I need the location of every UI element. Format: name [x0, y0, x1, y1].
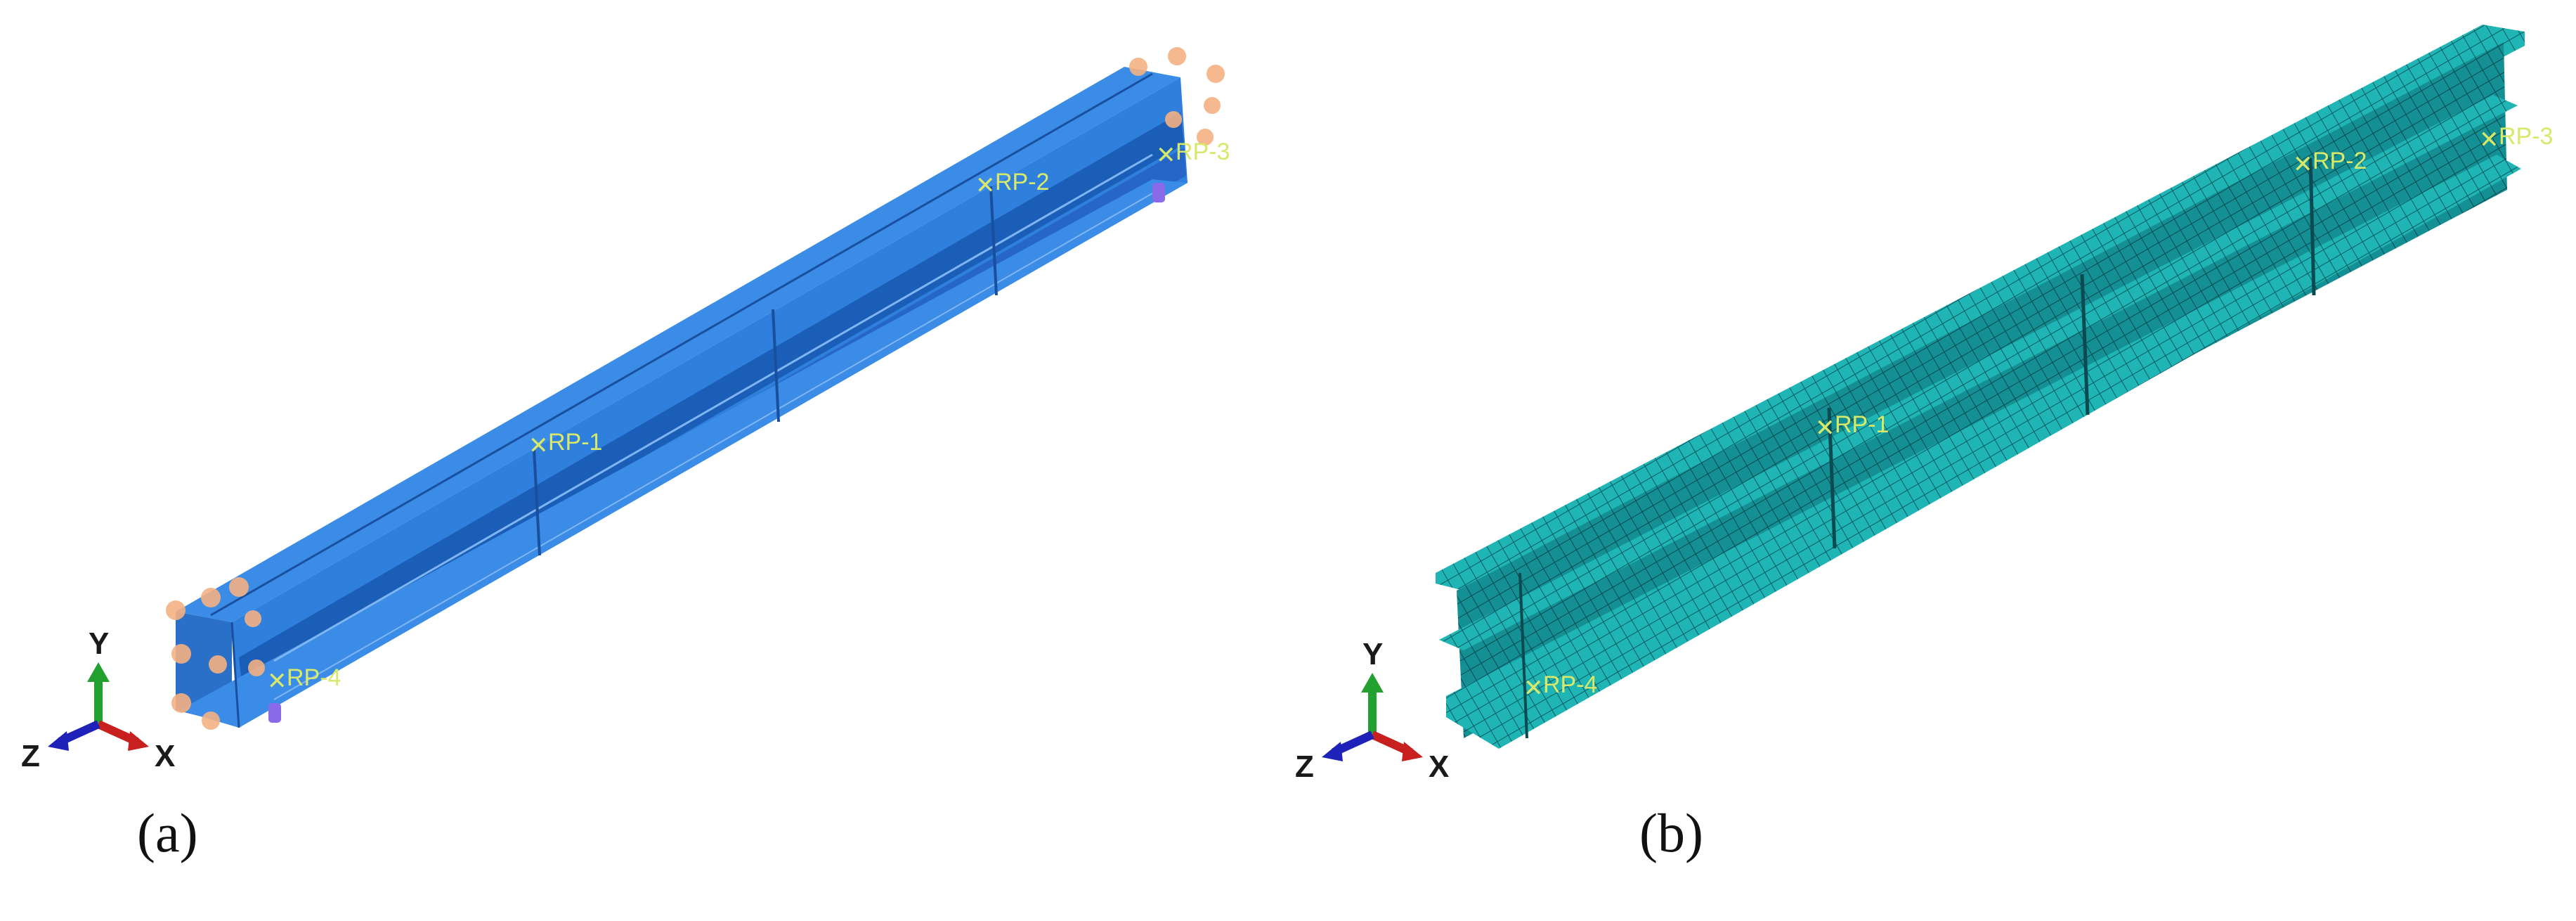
load-marker-icon	[268, 183, 1165, 723]
svg-text:Y: Y	[1362, 637, 1383, 671]
beam-model-render: ✕ RP-1 ✕ RP-2 ✕ RP-3 ✕ RP-4 Y X Z	[21, 47, 1230, 773]
reference-point-rp3: ✕ RP-3	[1156, 139, 1230, 169]
fixed-support-icon-right	[1129, 47, 1225, 146]
svg-text:Y: Y	[89, 626, 109, 661]
svg-text:RP-4: RP-4	[1543, 671, 1597, 698]
svg-text:X: X	[155, 739, 175, 773]
beam-body	[176, 67, 1188, 728]
reference-point-rp1: ✕ RP-1	[528, 429, 602, 459]
svg-text:✕: ✕	[975, 172, 996, 199]
beam-mesh-render: ✕ RP-1 ✕ RP-2 ✕ RP-3 ✕ RP-4 Y X Z	[1295, 25, 2553, 784]
reference-point-rp4: ✕ RP-4	[1523, 671, 1597, 702]
svg-text:RP-3: RP-3	[1176, 139, 1230, 165]
svg-text:RP-2: RP-2	[995, 169, 1049, 195]
svg-text:RP-4: RP-4	[287, 664, 341, 691]
beam-mesh-body	[1436, 25, 2525, 749]
svg-text:Z: Z	[21, 739, 40, 773]
caption-b: (b)	[1639, 802, 1703, 863]
svg-text:✕: ✕	[2479, 127, 2499, 153]
svg-text:RP-3: RP-3	[2499, 123, 2553, 150]
svg-text:✕: ✕	[1156, 142, 1176, 169]
caption-a: (a)	[137, 802, 198, 863]
svg-text:✕: ✕	[528, 432, 549, 459]
svg-text:✕: ✕	[267, 668, 287, 695]
reference-point-rp3: ✕ RP-3	[2479, 123, 2553, 153]
panel-a-boundary-conditions: ✕ RP-1 ✕ RP-2 ✕ RP-3 ✕ RP-4 Y X Z (a)	[21, 47, 1230, 863]
reference-point-rp4: ✕ RP-4	[267, 664, 341, 695]
svg-text:✕: ✕	[1523, 675, 1544, 702]
fixed-support-icon-left	[166, 577, 265, 730]
svg-text:RP-2: RP-2	[2312, 148, 2367, 174]
axis-triad-icon: Y X Z	[1295, 637, 1449, 784]
panel-b-mesh: ✕ RP-1 ✕ RP-2 ✕ RP-3 ✕ RP-4 Y X Z (b)	[1288, 0, 2576, 921]
svg-text:X: X	[1429, 749, 1449, 784]
axis-triad-icon: Y X Z	[21, 626, 175, 773]
svg-text:RP-1: RP-1	[548, 429, 602, 456]
reference-point-rp1: ✕ RP-1	[1815, 411, 1889, 442]
svg-text:RP-1: RP-1	[1835, 411, 1889, 438]
svg-text:Z: Z	[1295, 749, 1314, 784]
reference-point-rp2: ✕ RP-2	[2293, 148, 2367, 178]
svg-text:✕: ✕	[1815, 415, 1835, 442]
reference-point-rp2: ✕ RP-2	[975, 169, 1049, 199]
svg-text:✕: ✕	[2293, 151, 2313, 178]
